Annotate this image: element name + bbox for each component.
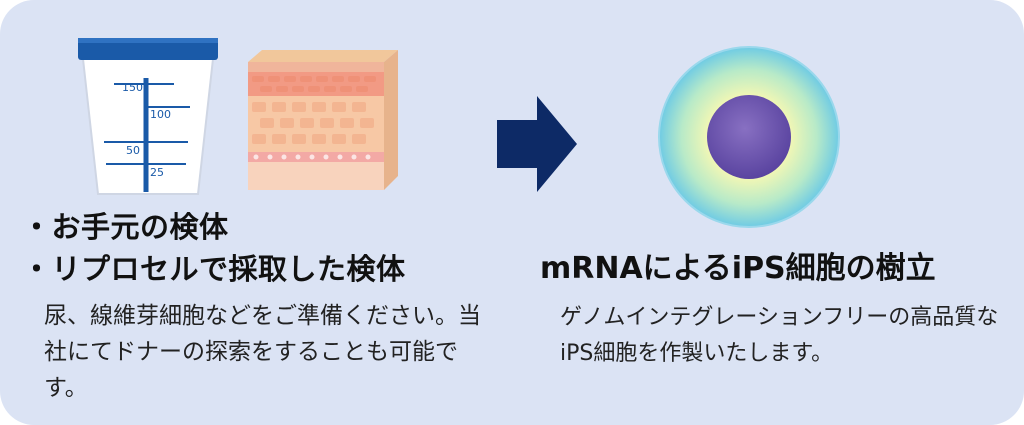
cup-tick-150: 150 bbox=[122, 81, 143, 94]
right-description: ゲノムインテグレーションフリーの高品質なiPS細胞を作製いたします。 bbox=[560, 305, 999, 366]
left-heading-own-sample: ・お手元の検体 bbox=[22, 210, 229, 244]
urine-cup-icon: 150 100 50 25 bbox=[78, 38, 218, 195]
left-heading-collected-sample: ・リプロセルで採取した検体 bbox=[22, 252, 406, 286]
right-heading: mRNAによるiPS細胞の樹立 bbox=[540, 251, 936, 286]
ips-cell-icon bbox=[658, 46, 840, 228]
right-arrow-icon bbox=[497, 96, 577, 192]
left-description: 尿、線維芽細胞などをご準備ください。当社にてドナーの探索をすることも可能です。 bbox=[44, 303, 481, 401]
cup-tick-50: 50 bbox=[126, 144, 140, 157]
skin-tissue-icon bbox=[248, 50, 398, 190]
cup-tick-25: 25 bbox=[150, 166, 164, 179]
cup-tick-100: 100 bbox=[150, 108, 171, 121]
